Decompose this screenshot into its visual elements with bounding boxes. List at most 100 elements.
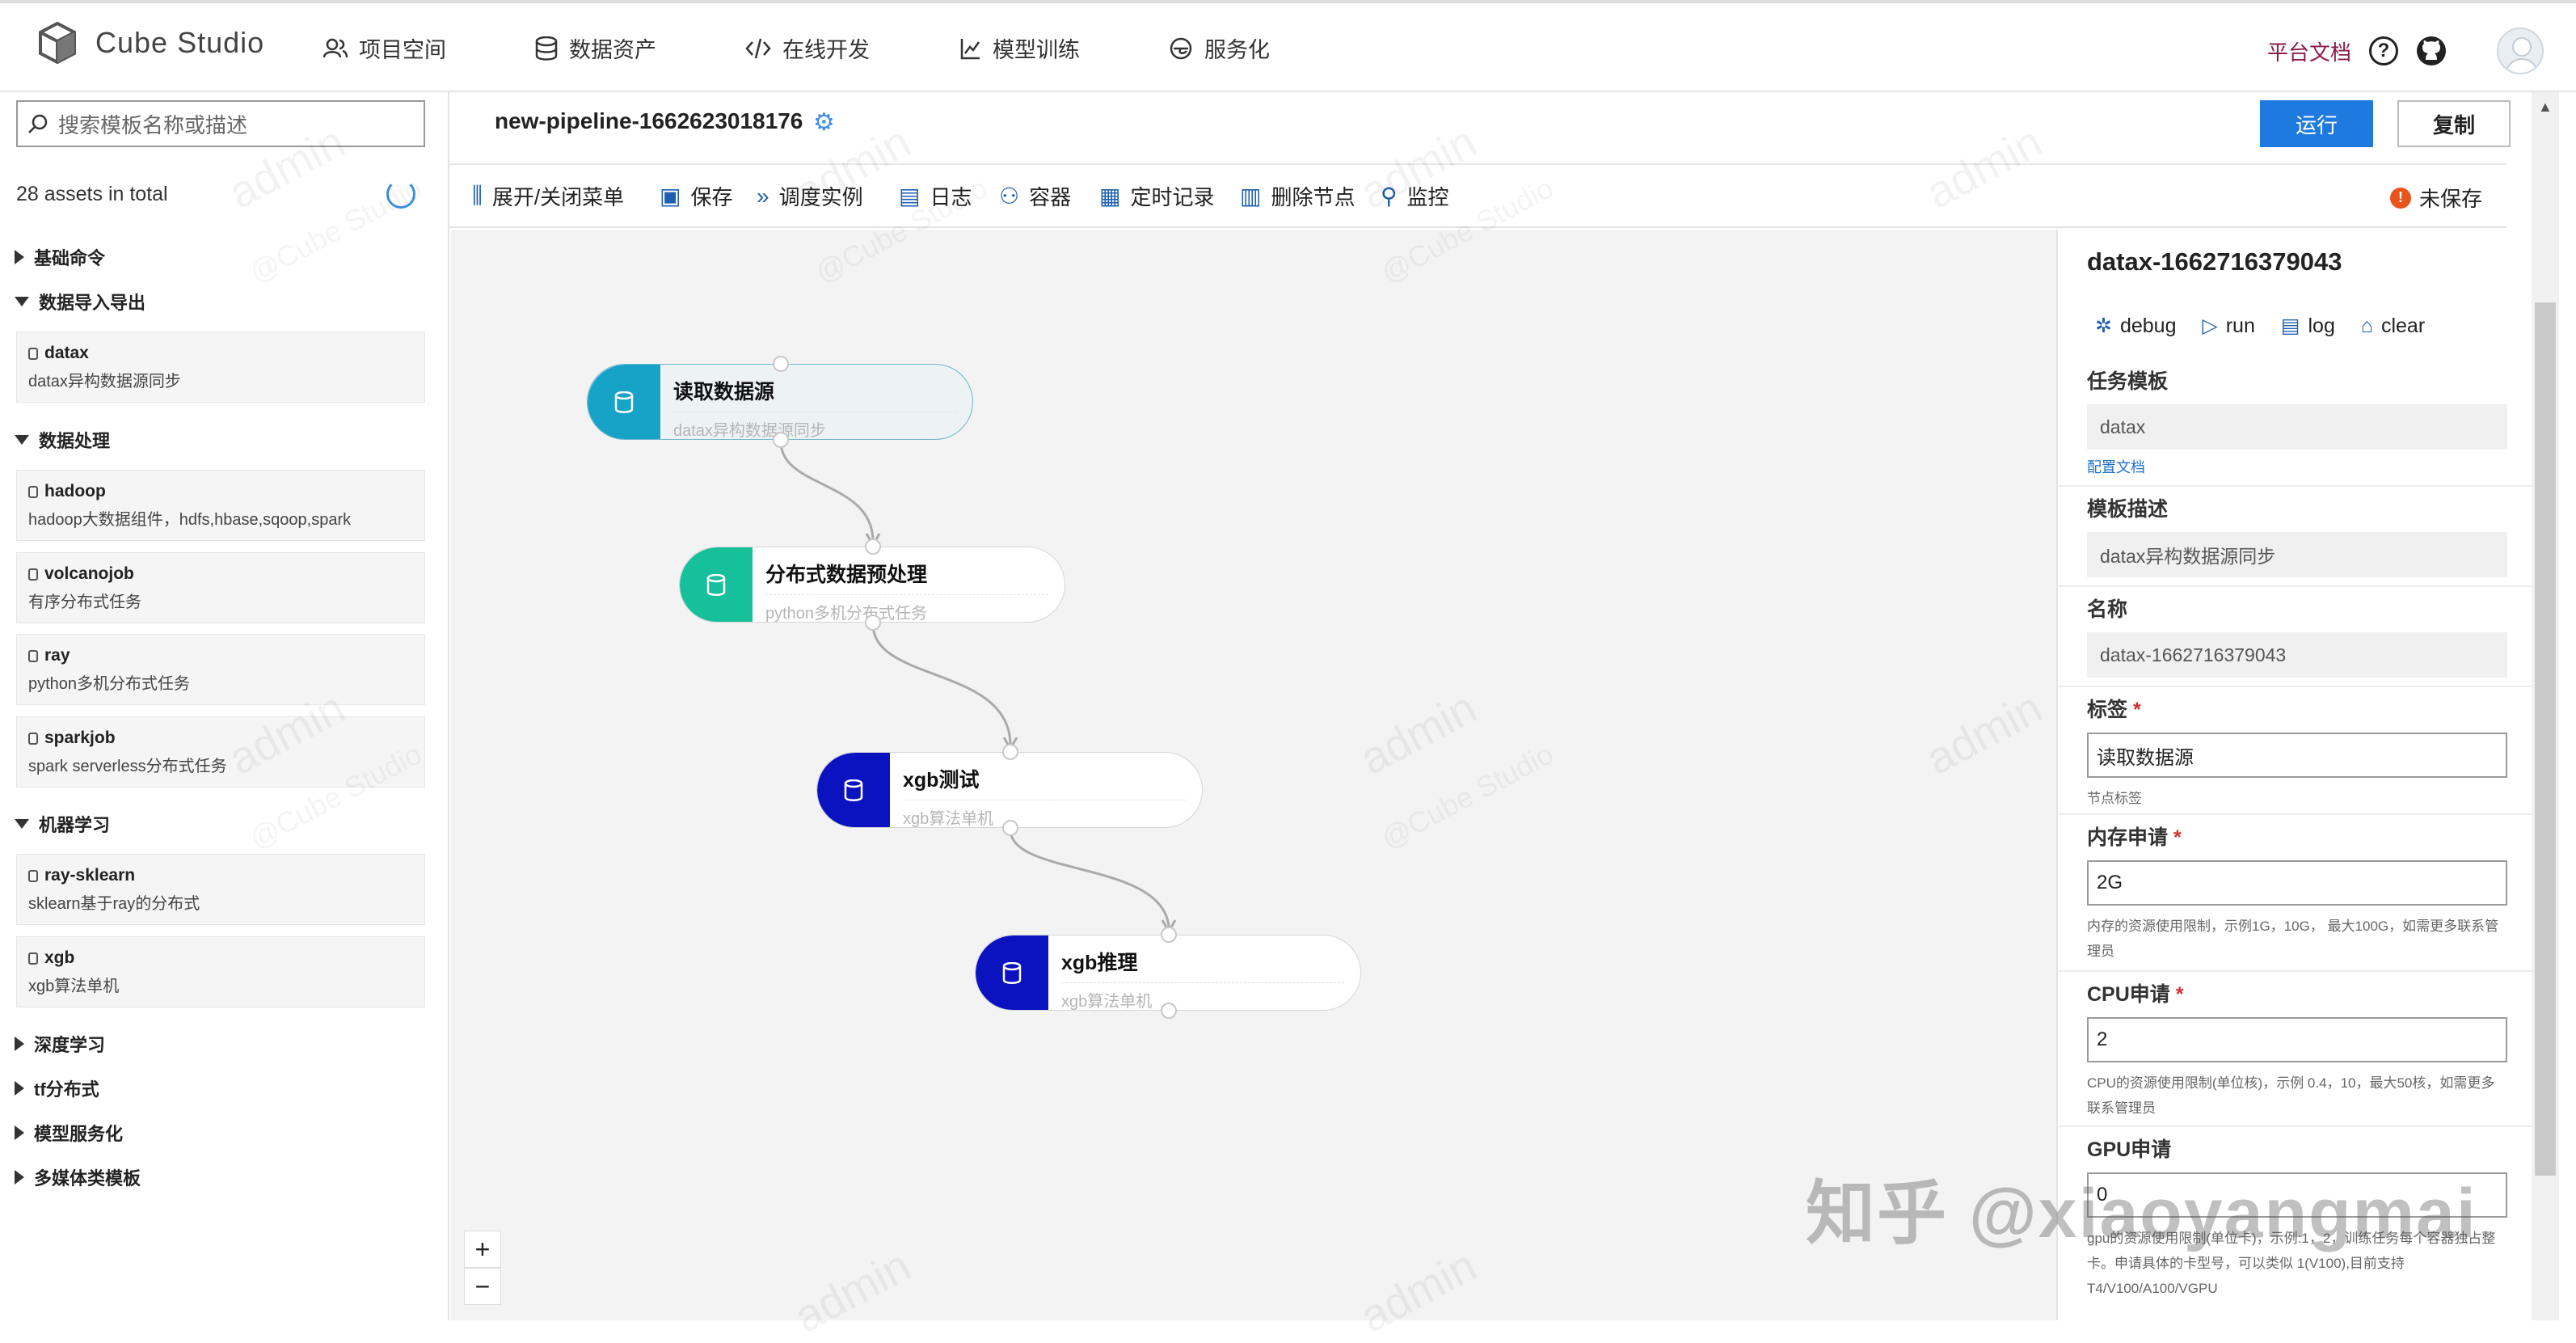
run-button[interactable]: 运行 xyxy=(2260,100,2373,147)
search-placeholder: 搜索模板名称或描述 xyxy=(58,112,248,137)
node-port[interactable] xyxy=(1002,820,1018,836)
node-title: xgb测试 xyxy=(903,769,980,792)
toolbar-label: 删除节点 xyxy=(1271,185,1355,209)
toolbar-label: 展开/关闭菜单 xyxy=(491,185,625,209)
template-name: datax xyxy=(44,344,89,362)
zoom-out-button[interactable]: − xyxy=(464,1268,501,1305)
nav-model-training[interactable]: 模型训练 xyxy=(959,32,1080,64)
memory-input[interactable]: 2G xyxy=(2087,860,2507,906)
field-hint: gpu的资源使用限制(单位卡)，示例:1，2，训练任务每个容器独占整卡。申请具体… xyxy=(2087,1231,2496,1296)
refresh-icon[interactable] xyxy=(386,179,415,209)
template-search-input[interactable]: 搜索模板名称或描述 xyxy=(16,100,425,147)
caret-right-icon xyxy=(15,1037,24,1051)
nav-service[interactable]: 服务化 xyxy=(1169,32,1270,64)
delete-node-button[interactable]: ▥删除节点 xyxy=(1240,181,1355,211)
node-port[interactable] xyxy=(1002,744,1018,760)
user-avatar[interactable] xyxy=(2497,27,2544,74)
category-machine-learning[interactable]: 机器学习 xyxy=(15,811,110,837)
debug-button[interactable]: ✲debug xyxy=(2095,314,2176,338)
logs-button[interactable]: ▤日志 xyxy=(899,181,972,211)
field-hint: CPU的资源使用限制(单位核)，示例 0.4，10，最大50核，如需更多联系管理… xyxy=(2087,1075,2495,1116)
pipeline-canvas[interactable]: admin @Cube Studio admin @Cube Studio ad… xyxy=(220,116,2056,1342)
help-icon[interactable]: ? xyxy=(2369,36,2398,65)
category-tf-distributed[interactable]: tf分布式 xyxy=(15,1075,99,1101)
nav-label: 项目空间 xyxy=(359,38,446,62)
unsaved-status: !未保存 xyxy=(2389,183,2482,213)
clear-button[interactable]: ⌂clear xyxy=(2361,314,2425,338)
platform-docs-link[interactable]: 平台文档 xyxy=(2266,40,2351,65)
node-port[interactable] xyxy=(773,432,789,448)
node-port[interactable] xyxy=(1161,927,1177,943)
scroll-up-icon[interactable]: ▲ xyxy=(2538,99,2553,115)
nav-data-assets[interactable]: 数据资产 xyxy=(535,32,656,64)
monitor-button[interactable]: ⚲监控 xyxy=(1381,181,1449,211)
template-card-sparkjob[interactable]: sparkjob spark serverless分布式任务 xyxy=(16,716,425,788)
field-label: CPU申请 * xyxy=(2087,983,2184,1006)
database-icon xyxy=(28,869,38,882)
category-model-serving[interactable]: 模型服务化 xyxy=(15,1120,123,1146)
app-logo[interactable]: Cube Studio xyxy=(37,21,264,65)
node-port[interactable] xyxy=(1161,1003,1177,1019)
warning-icon: ! xyxy=(2389,187,2411,209)
category-basic-commands[interactable]: 基础命令 xyxy=(15,244,105,270)
category-deep-learning[interactable]: 深度学习 xyxy=(15,1031,105,1057)
scrollbar-thumb[interactable] xyxy=(2535,302,2556,1176)
tag-input[interactable]: 读取数据源 xyxy=(2087,733,2507,778)
copy-button[interactable]: 复制 xyxy=(2397,100,2511,147)
save-button[interactable]: ▣保存 xyxy=(660,181,732,211)
category-label: 基础命令 xyxy=(34,248,106,268)
search-icon xyxy=(28,114,48,133)
gear-icon[interactable]: ⚙ xyxy=(813,109,835,136)
category-multimedia[interactable]: 多媒体类模板 xyxy=(15,1164,141,1190)
gpu-input[interactable]: 0 xyxy=(2087,1172,2507,1218)
database-icon xyxy=(588,365,660,439)
panel-title: datax-1662716379043 xyxy=(2087,247,2342,276)
field-gpu: GPU申请 0 gpu的资源使用限制(单位卡)，示例:1，2，训练任务每个容器独… xyxy=(2087,1134,2507,1301)
nav-online-dev[interactable]: 在线开发 xyxy=(745,32,870,64)
pipeline-title[interactable]: new-pipeline-1662623018176 xyxy=(495,108,803,133)
play-icon: ▷ xyxy=(2202,315,2218,337)
cpu-input[interactable]: 2 xyxy=(2087,1017,2507,1062)
category-label: 机器学习 xyxy=(39,815,111,835)
template-name: sparkjob xyxy=(44,729,116,747)
zoom-in-button[interactable]: + xyxy=(464,1231,501,1268)
category-data-import-export[interactable]: 数据导入导出 xyxy=(15,289,145,315)
nav-project-space[interactable]: 项目空间 xyxy=(323,32,446,64)
database-icon xyxy=(28,347,38,360)
train-icon xyxy=(960,38,980,59)
field-cpu: CPU申请 * 2 CPU的资源使用限制(单位核)，示例 0.4，10，最大50… xyxy=(2087,978,2507,1121)
page-scrollbar[interactable]: ▲ xyxy=(2532,92,2559,1320)
template-desc: hadoop大数据组件，hdfs,hbase,sqoop,spark xyxy=(28,511,352,529)
schedule-instances-button[interactable]: »调度实例 xyxy=(757,181,863,211)
node-port[interactable] xyxy=(865,538,881,555)
divider xyxy=(2058,485,2532,487)
node-port[interactable] xyxy=(865,614,881,631)
run-node-button[interactable]: ▷run xyxy=(2202,314,2254,338)
database-icon xyxy=(28,732,38,745)
github-icon[interactable] xyxy=(2416,36,2447,66)
timer-records-button[interactable]: ▦定时记录 xyxy=(1099,181,1214,211)
category-label: 数据导入导出 xyxy=(39,293,146,313)
containers-button[interactable]: ⚇容器 xyxy=(999,181,1071,211)
zhihu-watermark: 知乎 @xiaoyangmai xyxy=(1806,1175,2477,1252)
node-port[interactable] xyxy=(773,356,789,372)
category-data-processing[interactable]: 数据处理 xyxy=(15,427,110,453)
toggle-menu-button[interactable]: ⫼展开/关闭菜单 xyxy=(472,181,624,211)
app-name: Cube Studio xyxy=(95,26,265,59)
node-log-button[interactable]: ▤log xyxy=(2281,314,2335,338)
template-desc: spark serverless分布式任务 xyxy=(28,758,227,775)
toolbar-label: 定时记录 xyxy=(1130,185,1215,209)
users-icon xyxy=(323,38,348,57)
config-docs-link[interactable]: 配置文档 xyxy=(2087,459,2145,475)
template-desc: xgb算法单机 xyxy=(28,978,120,995)
